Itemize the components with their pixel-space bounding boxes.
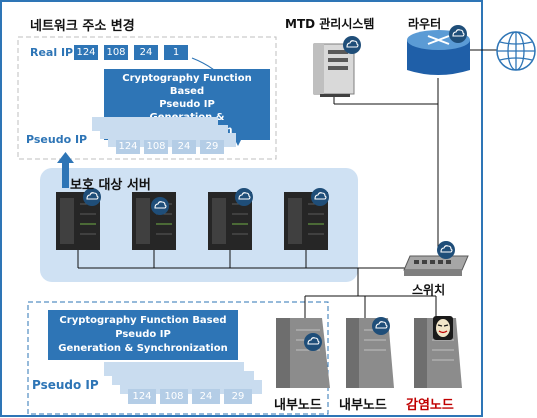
crypto-line: Pseudo IP: [159, 99, 215, 110]
top-panel-border: [17, 36, 277, 160]
crypto-line: Generation & Synchronization: [58, 343, 228, 354]
node-label-infected: 감염노드: [406, 398, 454, 413]
real-ip-octet: 124: [74, 45, 98, 60]
switch-icon: [403, 255, 469, 276]
pseudo-ip-octet: 108: [160, 389, 188, 404]
address-change-title: 네트워크 주소 변경: [30, 19, 135, 34]
node-label-internal-2: 내부노드: [339, 398, 387, 413]
switch-label: 스위치: [412, 283, 446, 297]
up-arrow-head: [57, 152, 74, 163]
outer-frame: [0, 0, 483, 417]
crypto-line: Cryptography Function Based: [59, 315, 227, 326]
bottom-panel-border: [27, 301, 329, 415]
hacker-mask-icon: [433, 316, 453, 340]
pseudo-ip-octet: 24: [172, 140, 196, 154]
mtd-system-label: MTD 관리시스템: [285, 17, 375, 31]
pseudo-ip-octet: 124: [128, 389, 156, 404]
pseudo-ip-octet: 29: [200, 140, 224, 154]
globe-icon: [496, 31, 536, 71]
protected-servers-title: 보호 대상 서버: [70, 178, 151, 193]
real-ip-octet: 108: [104, 45, 128, 60]
server-group-box: [40, 168, 358, 282]
crypto-line: Cryptography Function Based: [122, 73, 252, 97]
real-ip-octet: 24: [134, 45, 158, 60]
cloud-badge-icons: [83, 25, 467, 351]
router-label: 라우터: [408, 17, 442, 31]
node-label-internal-1: 내부노드: [274, 398, 322, 413]
pseudo-ip-label-bottom: Pseudo IP: [32, 378, 99, 392]
pseudo-ip-label-top: Pseudo IP: [26, 133, 88, 146]
pseudo-ip-octet: 124: [116, 140, 140, 154]
crypto-line: Pseudo IP: [115, 329, 171, 340]
real-ip-label: Real IP: [30, 46, 74, 59]
up-arrow-shaft: [62, 162, 69, 188]
real-ip-octet: 1: [164, 45, 188, 60]
pseudo-ip-octet: 24: [192, 389, 220, 404]
pseudo-ip-octet: 29: [224, 389, 252, 404]
pseudo-ip-octet: 108: [144, 140, 168, 154]
crypto-function-box-bottom: Cryptography Function Based Pseudo IP Ge…: [48, 310, 238, 360]
